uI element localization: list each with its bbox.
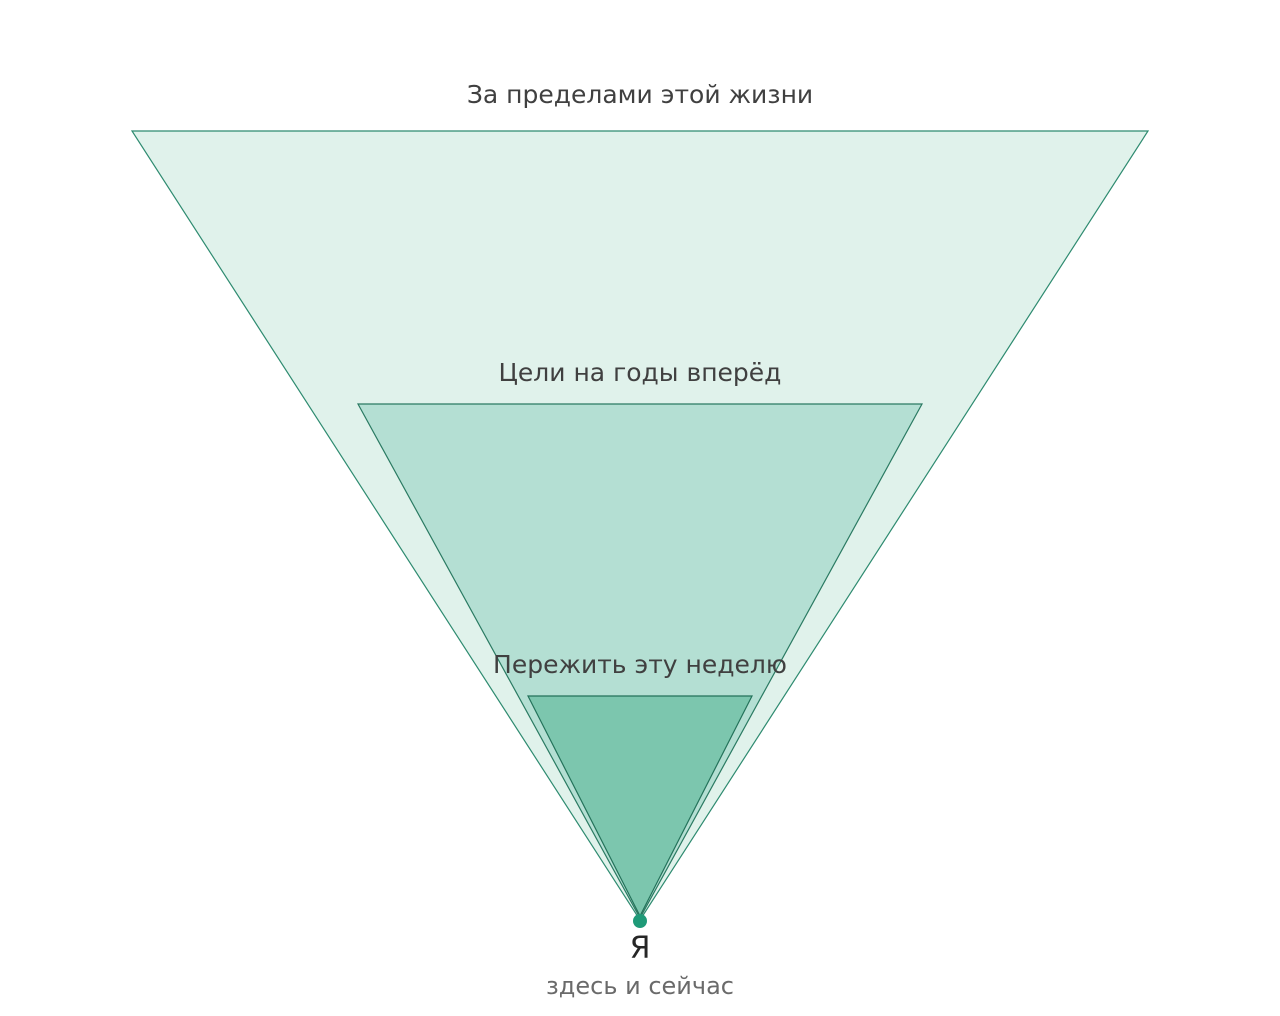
tier-inner-label: Пережить эту неделю <box>493 650 787 679</box>
tier-middle-label: Цели на годы вперёд <box>499 358 782 387</box>
tier-outer-label: За пределами этой жизни <box>467 80 813 109</box>
self-label: Я <box>630 931 651 966</box>
tier-middle-triangle <box>356 403 924 920</box>
self-sublabel: здесь и сейчас <box>546 972 734 1000</box>
tier-inner-triangle <box>527 695 753 918</box>
self-point-dot <box>633 914 647 928</box>
